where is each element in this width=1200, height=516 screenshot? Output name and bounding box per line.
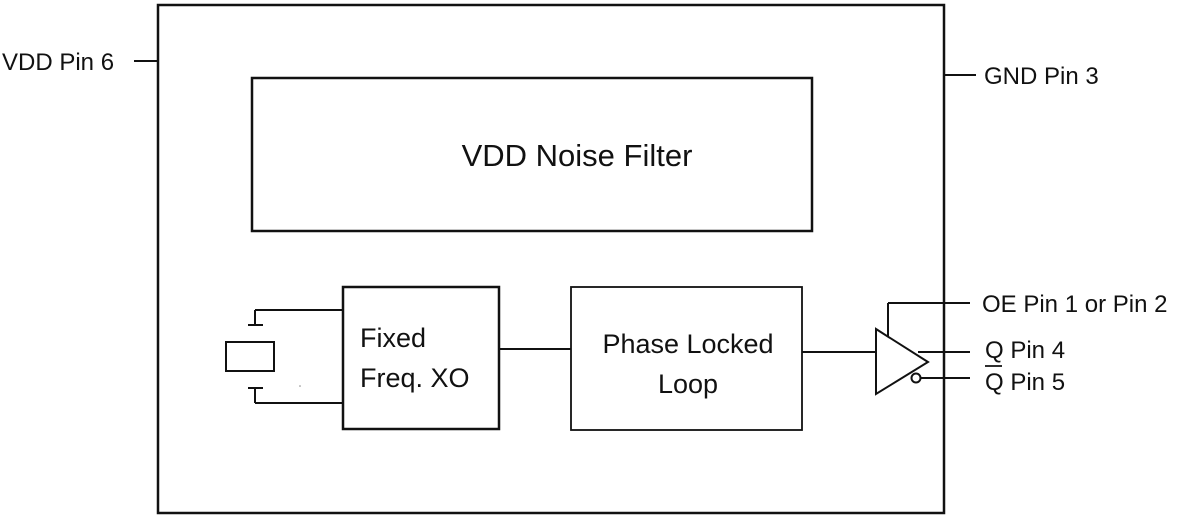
xo-label-line1: Fixed: [360, 323, 426, 353]
xo-label-line2: Freq. XO: [360, 363, 470, 393]
oe-pin-lead: [887, 302, 970, 336]
differential-buffer-icon: [875, 327, 930, 396]
xo-block: [341, 285, 501, 431]
stray-dot: [299, 385, 301, 387]
chip-outline: [156, 3, 946, 515]
gnd-pin-label: GND Pin 3: [984, 63, 1099, 90]
crystal-resonator-icon: [225, 309, 343, 404]
qbar-suffix: Pin 5: [1004, 369, 1065, 396]
pll-block: [570, 286, 803, 431]
qbar-letter: Q: [985, 369, 1004, 396]
noise-filter-label: VDD Noise Filter: [462, 138, 693, 173]
noise-filter-block: [250, 76, 814, 233]
qbar-pin-label: Q Pin 5: [985, 369, 1065, 396]
oe-pin-label: OE Pin 1 or Pin 2: [982, 291, 1167, 318]
q-pin-label: Q Pin 4: [985, 337, 1065, 364]
vdd-pin-label: VDD Pin 6: [2, 49, 114, 76]
pll-label-line1: Phase Locked: [602, 329, 773, 359]
pll-label-line2: Loop: [658, 369, 718, 399]
